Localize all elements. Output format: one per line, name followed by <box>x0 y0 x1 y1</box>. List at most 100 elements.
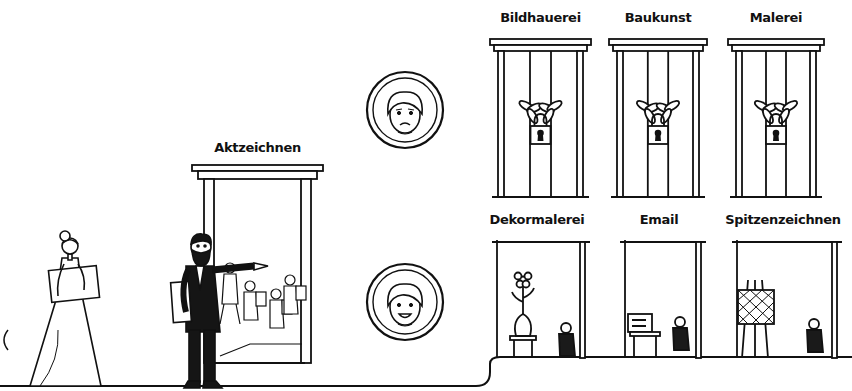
gate-post <box>577 51 583 197</box>
gate-cornice <box>490 39 591 45</box>
chain-link <box>659 107 673 124</box>
locked-gate <box>490 39 591 197</box>
seated-person <box>673 328 689 350</box>
seated-person <box>675 317 685 327</box>
doorway <box>192 165 323 363</box>
model <box>225 263 235 273</box>
gate-bar <box>550 51 552 197</box>
happy-face-coin <box>388 284 422 306</box>
gate-post <box>617 51 623 197</box>
student <box>285 275 295 285</box>
sad-face-coin <box>373 78 437 142</box>
chain-link <box>525 107 539 124</box>
desk <box>634 336 656 358</box>
gate-post <box>693 51 699 197</box>
lock-shackle <box>652 114 664 126</box>
door-label: Malerei <box>706 8 846 28</box>
chain-link <box>541 107 555 124</box>
padlock <box>648 126 668 144</box>
gate-post <box>736 51 742 197</box>
sad-face-coin <box>388 92 422 114</box>
chain-link <box>761 107 775 124</box>
model <box>220 274 240 324</box>
seated-person <box>809 319 819 329</box>
seated-person <box>559 334 575 356</box>
happy-face-coin <box>398 324 412 326</box>
student <box>271 289 281 299</box>
man-figure <box>196 266 204 290</box>
student <box>245 281 255 291</box>
woman-figure <box>63 240 78 244</box>
door-outline <box>606 240 712 358</box>
door-frame <box>624 240 626 358</box>
locked-gate <box>728 39 824 197</box>
woman-figure <box>48 266 99 303</box>
sad-face-coin <box>396 109 414 110</box>
canvas <box>738 290 774 324</box>
woman-figure <box>62 238 78 254</box>
flower <box>525 273 532 280</box>
flower <box>515 273 522 280</box>
keyhole <box>656 134 660 140</box>
open-door <box>732 240 842 358</box>
happy-face-coin <box>397 303 400 306</box>
gate-cornice <box>494 45 587 51</box>
man-figure <box>189 330 200 382</box>
drawing-board <box>256 292 266 306</box>
locked-gate <box>609 39 707 197</box>
door-label: Baukunst <box>587 8 729 28</box>
man-figure <box>254 263 268 270</box>
woman-figure <box>40 330 58 386</box>
gate-base <box>730 196 822 198</box>
door-label: Dekormalerei <box>458 210 616 230</box>
man-figure <box>184 381 222 388</box>
door-label: Email <box>586 210 732 230</box>
open-door: Dekormalerei <box>478 210 596 358</box>
chain-link <box>643 107 657 124</box>
sad-face-coin <box>367 72 443 148</box>
door-outline <box>607 38 709 198</box>
ground-line <box>0 330 852 386</box>
door-frame <box>832 242 837 358</box>
padlock <box>531 126 551 144</box>
drawing-board <box>296 286 306 300</box>
seated-person <box>561 323 571 333</box>
woman-figure <box>30 258 101 386</box>
door-outline <box>488 38 593 198</box>
door-post <box>301 179 311 363</box>
gate-cornice <box>609 39 707 45</box>
lock-shackle <box>770 114 782 126</box>
life-drawing-class <box>220 263 306 356</box>
seated-person <box>807 330 823 352</box>
sad-face-coin <box>397 111 400 114</box>
flower <box>512 286 534 314</box>
door-frame <box>732 241 842 243</box>
man-figure <box>197 245 199 247</box>
table <box>514 340 532 358</box>
gate-base <box>611 196 705 198</box>
happy-face-coin <box>367 264 443 340</box>
happy-face-coin <box>367 264 443 340</box>
chain-link <box>777 107 791 124</box>
open-door <box>620 240 706 358</box>
lock-shackle <box>535 114 547 126</box>
gate-base <box>492 196 589 198</box>
sad-face-coin <box>367 72 443 148</box>
door-frame <box>580 242 585 358</box>
padlock <box>766 126 786 144</box>
door-label: Aktzeichnen <box>170 138 345 158</box>
cabinet <box>628 314 652 332</box>
door-cornice <box>198 171 317 179</box>
ground-line <box>4 330 8 350</box>
door-base <box>210 362 305 364</box>
woman-figure <box>30 231 101 386</box>
woman-figure <box>68 254 72 260</box>
happy-face-coin <box>409 303 412 306</box>
keyhole <box>774 134 778 140</box>
door-outline <box>190 164 325 364</box>
gate-bar <box>667 51 669 197</box>
woman-figure <box>58 264 85 296</box>
door-frame <box>620 241 706 243</box>
